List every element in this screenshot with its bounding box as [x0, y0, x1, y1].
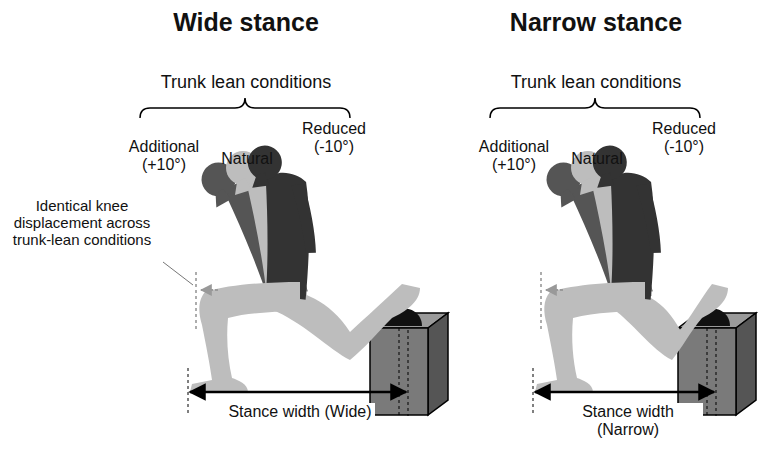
condition-label: Reduced (-10°) — [641, 120, 727, 156]
condition-label: Additional (+10°) — [116, 138, 212, 174]
narrow-figure — [535, 143, 756, 415]
dimension-arrow — [190, 391, 406, 394]
condition-label: Reduced (-10°) — [291, 120, 377, 156]
group-heading: Trunk lean conditions — [126, 72, 366, 92]
condition-label: Natural — [557, 150, 637, 168]
bracket — [490, 98, 700, 118]
bracket — [140, 98, 350, 118]
condition-label: Additional (+10°) — [466, 138, 562, 174]
wide-figure — [190, 143, 448, 415]
callout-note: Identical knee displacement across trunk… — [7, 198, 157, 248]
condition-label: Natural — [207, 150, 287, 168]
panel-title: Wide stance — [126, 8, 366, 36]
dimension-label: Stance width (Narrow) — [553, 403, 703, 439]
dimension-label: Stance width (Wide) — [225, 403, 375, 421]
group-heading: Trunk lean conditions — [476, 72, 716, 92]
panel-title: Narrow stance — [466, 8, 726, 36]
dimension-arrow — [535, 391, 714, 394]
leader-line — [163, 262, 193, 285]
